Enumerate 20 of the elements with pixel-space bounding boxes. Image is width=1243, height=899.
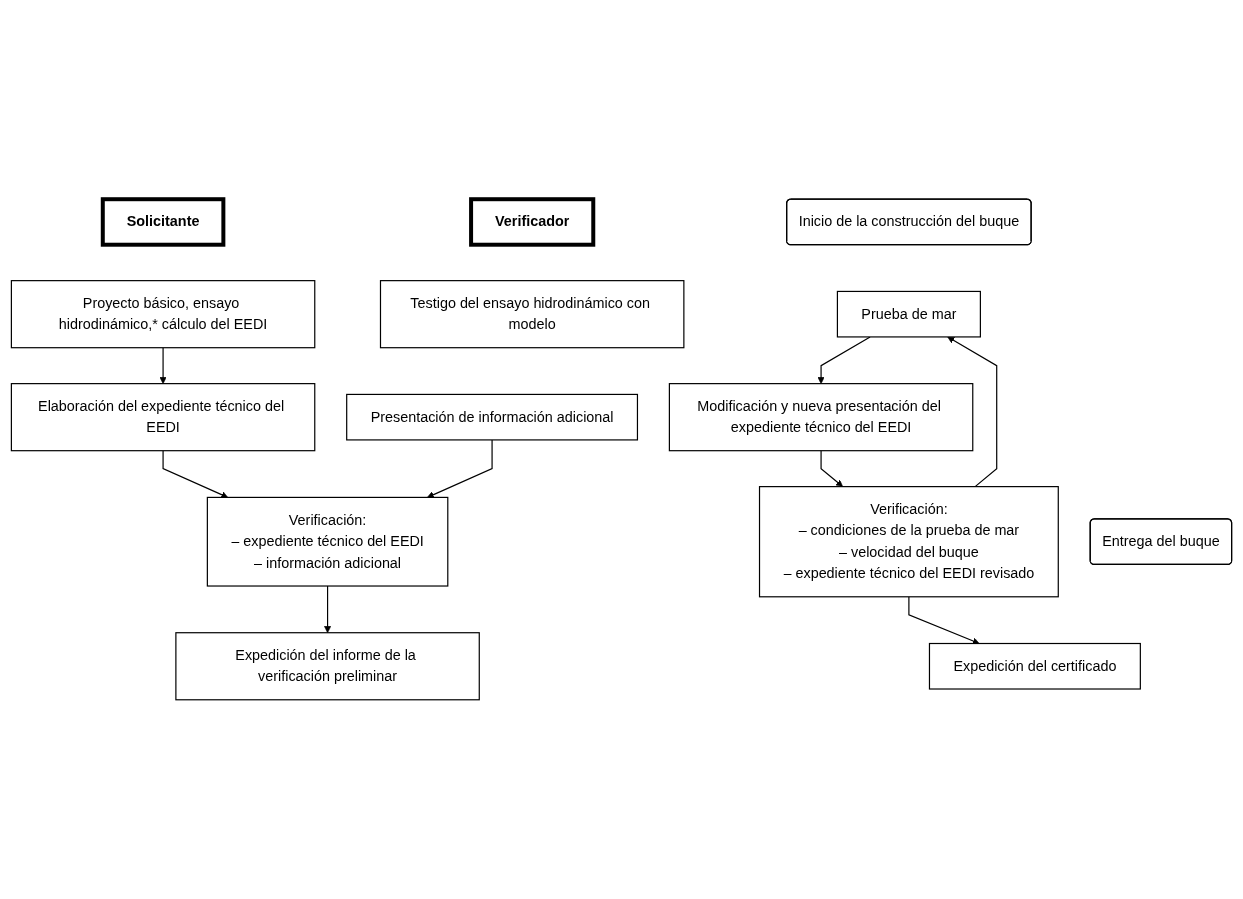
node-box: Verificación: – condiciones de la prueba de mar – velocidad del buque – expediente técnico del EEDI revisado bbox=[758, 486, 1059, 598]
arrow bbox=[908, 596, 980, 645]
arrow bbox=[820, 450, 843, 487]
node-box: Solicitante bbox=[100, 197, 226, 247]
node-box: Presentación de información adicional bbox=[346, 393, 639, 441]
arrow bbox=[162, 450, 229, 499]
node-box: Prueba de mar bbox=[836, 290, 981, 338]
arrow bbox=[947, 336, 998, 488]
node-box: Proyecto básico, ensayo hidrodinámico,* cálculo del EEDI bbox=[10, 280, 316, 349]
node-box: Verificación: – expediente técnico del EEDI – información adicional bbox=[206, 496, 449, 587]
node-box: Verificador bbox=[469, 197, 596, 247]
arrow bbox=[817, 336, 871, 384]
arrow bbox=[159, 347, 167, 384]
arrow bbox=[324, 585, 332, 634]
node-box: Expedición del certificado bbox=[928, 642, 1141, 690]
node-box: Testigo del ensayo hidrodinámico con modelo bbox=[379, 280, 685, 349]
node-box: Elaboración del expediente técnico del EEDI bbox=[10, 383, 316, 452]
node-box: Modificación y nueva presentación del expediente técnico del EEDI bbox=[668, 383, 974, 452]
node-box: Expedición del informe de la verificación preliminar bbox=[175, 632, 480, 701]
arrow bbox=[427, 439, 493, 499]
